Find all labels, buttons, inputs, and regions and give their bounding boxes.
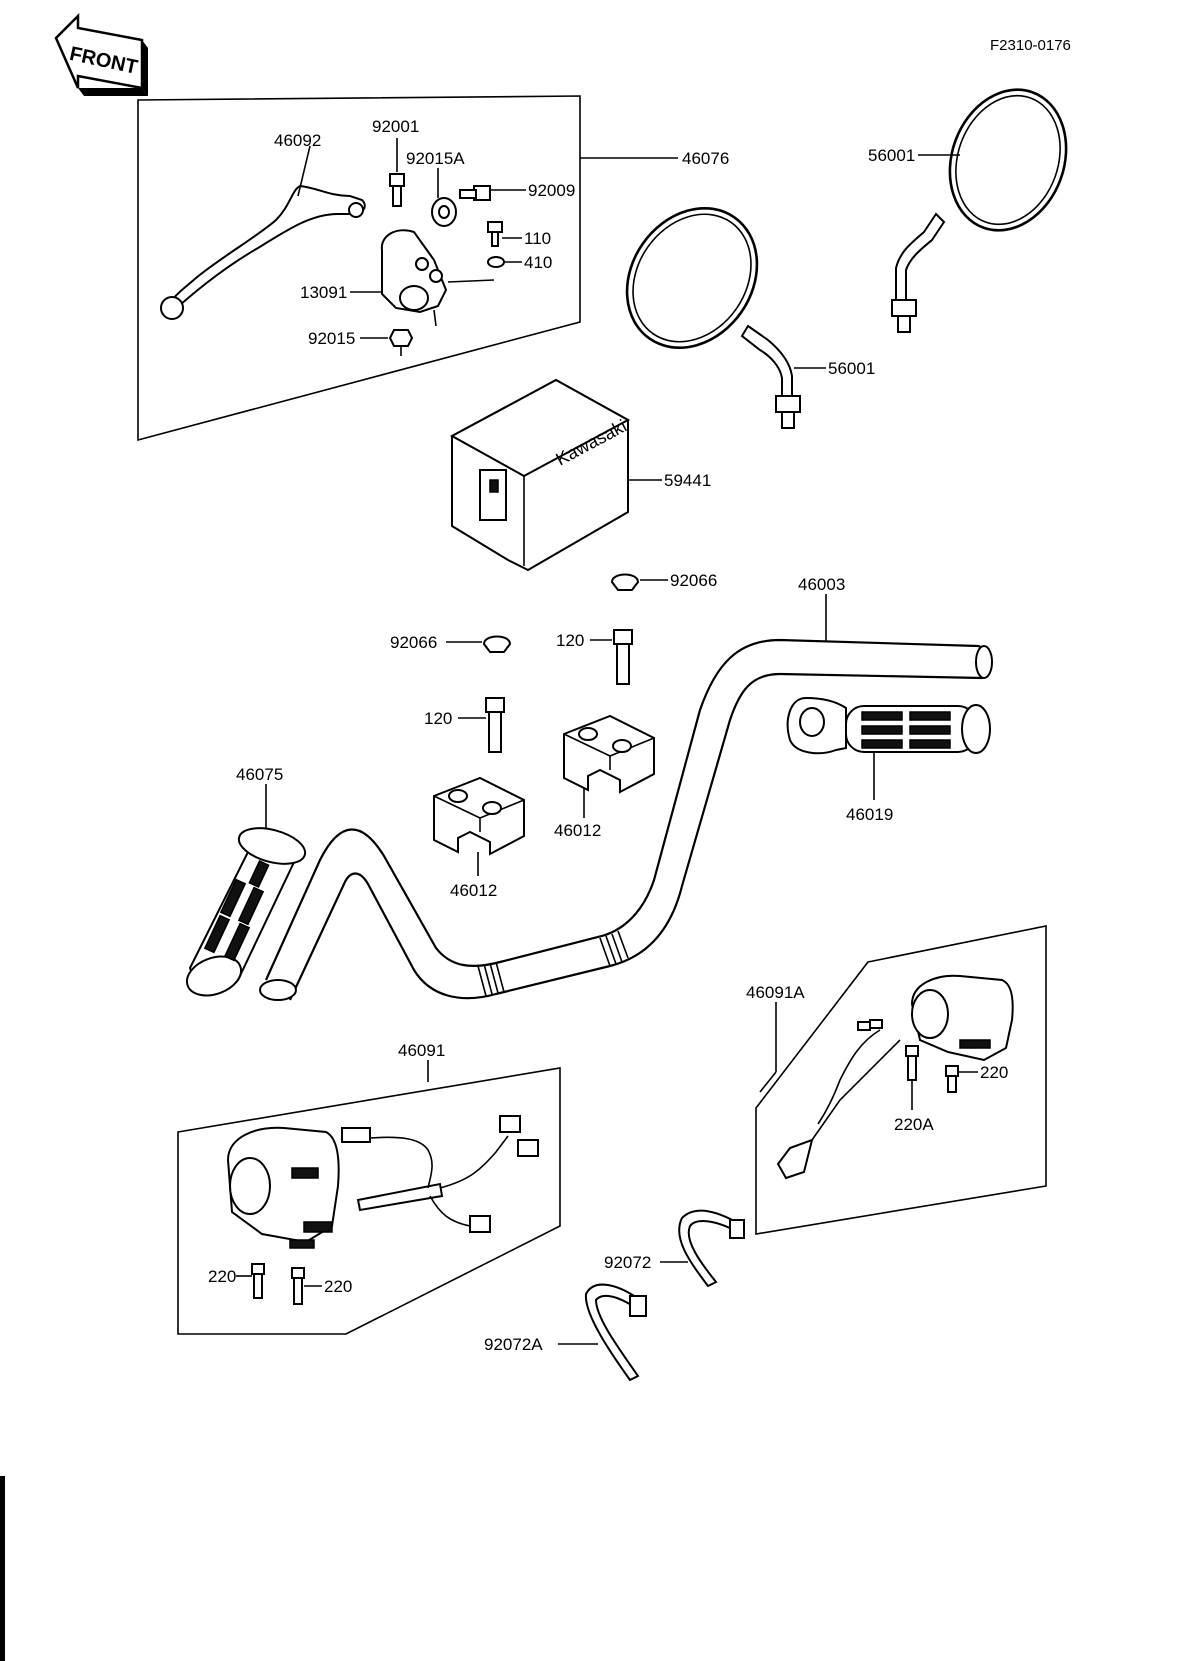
label-110: 110	[524, 229, 551, 248]
label-92015A: 92015A	[406, 149, 465, 168]
label-56001-top: 56001	[868, 146, 915, 165]
cap-92066-lower	[482, 635, 512, 653]
band-92072	[678, 1209, 745, 1288]
label-92066-b: 92066	[390, 633, 437, 652]
diagram-code: F2310-0176	[990, 37, 1071, 54]
screw-220-left-a	[251, 1263, 265, 1299]
clamp-46012-upper	[563, 714, 655, 794]
adjuster-screw-92009	[459, 185, 491, 201]
label-56001-mid: 56001	[828, 359, 875, 378]
knurl-left	[477, 961, 505, 997]
label-59441: 59441	[664, 471, 711, 490]
washer-410	[487, 256, 505, 268]
handlebar-46003	[259, 638, 993, 1001]
bolt-92001	[389, 173, 405, 207]
screw-220-left-b	[291, 1267, 305, 1305]
label-220A: 220A	[894, 1115, 934, 1134]
clamp-46012-lower	[433, 776, 525, 856]
bolt-120-upper	[613, 629, 633, 685]
cap-92066-upper	[610, 573, 640, 591]
mirror-right	[891, 88, 1068, 333]
label-92072A: 92072A	[484, 1335, 543, 1354]
label-46012-a: 46012	[554, 821, 601, 840]
screw-220A	[905, 1045, 919, 1081]
label-46012-b: 46012	[450, 881, 497, 900]
label-92066-a: 92066	[670, 571, 717, 590]
screw-220-right	[945, 1065, 959, 1093]
scan-edge	[0, 1476, 5, 1661]
label-92009: 92009	[528, 181, 575, 200]
clamp-cover-59441: Kawasaki	[449, 378, 631, 572]
lever-group-box	[137, 95, 581, 442]
grip-46075	[185, 827, 307, 997]
switch-group-box-left	[177, 1067, 561, 1335]
label-220-c: 220	[324, 1277, 352, 1296]
switch-housing-left	[226, 1115, 539, 1249]
bolt-120-lower	[485, 697, 505, 753]
label-92001: 92001	[372, 117, 419, 136]
bolt-110	[487, 221, 503, 247]
label-92015: 92015	[308, 329, 355, 348]
knurl-right	[599, 930, 629, 967]
front-arrow-icon: FRONT	[54, 12, 148, 96]
band-92072A	[584, 1283, 647, 1382]
clutch-lever	[160, 184, 366, 320]
nut-92015	[388, 329, 414, 347]
label-120-a: 120	[556, 631, 584, 650]
mirror-left	[625, 206, 801, 429]
label-410: 410	[524, 253, 552, 272]
switch-housing-right	[776, 974, 1014, 1180]
label-120-b: 120	[424, 709, 452, 728]
label-46075: 46075	[236, 765, 283, 784]
adjuster-nut-92015A	[431, 197, 457, 227]
label-46076: 46076	[682, 149, 729, 168]
label-13091: 13091	[300, 283, 347, 302]
label-46091A: 46091A	[746, 983, 805, 1002]
label-220-a: 220	[980, 1063, 1008, 1082]
grip-46019	[786, 696, 991, 755]
lever-bracket-13091	[380, 229, 448, 327]
label-220-b: 220	[208, 1267, 236, 1286]
switch-group-box-right	[755, 925, 1047, 1235]
label-46091: 46091	[398, 1041, 445, 1060]
label-46019: 46019	[846, 805, 893, 824]
label-92072: 92072	[604, 1253, 651, 1272]
label-46003: 46003	[798, 575, 845, 594]
label-46092: 46092	[274, 131, 321, 150]
